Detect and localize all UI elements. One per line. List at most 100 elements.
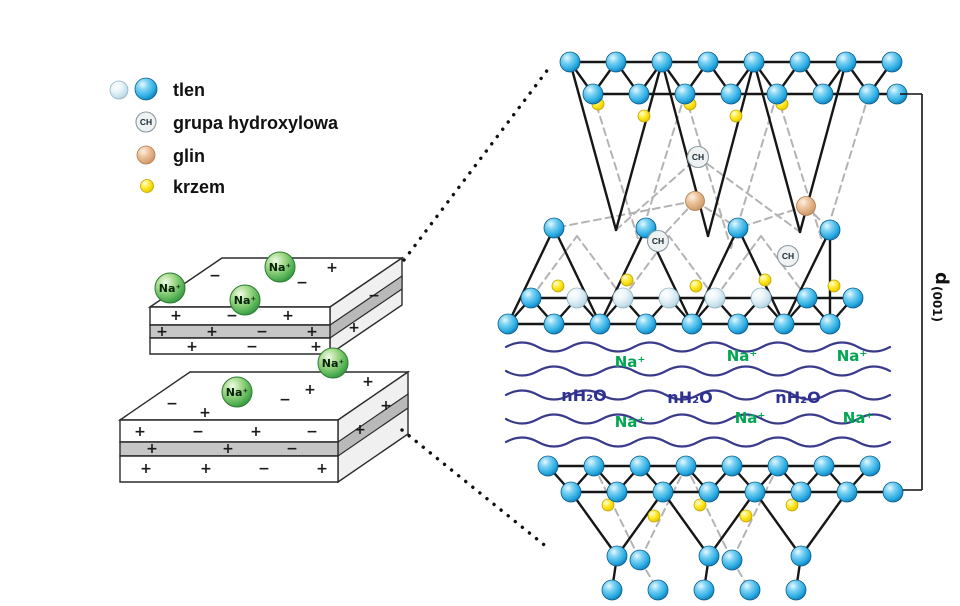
oxygen-atom	[842, 287, 864, 309]
oxygen-pale-atom	[612, 287, 634, 309]
bond-line	[552, 226, 602, 326]
hidden-bond-line	[576, 235, 624, 299]
hydroxyl-group	[646, 229, 670, 253]
hidden-bond-line	[760, 235, 808, 299]
plus-sign: +	[310, 339, 322, 355]
oxygen-atom	[606, 481, 628, 503]
plus-sign: +	[156, 324, 168, 340]
bond-line	[752, 60, 802, 234]
oxygen-atom	[652, 481, 674, 503]
oxygen-atom	[675, 455, 697, 477]
plus-sign: +	[222, 441, 234, 457]
hidden-bond-line	[553, 200, 696, 229]
oxygen-atom	[601, 579, 623, 601]
oxygen-atom	[859, 455, 881, 477]
oxygen-atom	[606, 545, 628, 567]
minus-sign: −	[368, 288, 380, 304]
bond-line	[782, 228, 832, 326]
d001-subscript: (001)	[930, 286, 944, 322]
legend-label-krzem: krzem	[173, 177, 225, 197]
bond-line	[661, 490, 711, 558]
plus-sign: +	[348, 320, 360, 336]
hidden-bond-line	[697, 156, 801, 233]
oxygen-atom	[790, 545, 812, 567]
interlayer-sodium-label: Na⁺	[615, 353, 646, 371]
plus-sign: +	[362, 374, 374, 390]
oxygen-atom	[836, 481, 858, 503]
oxygen-atom	[767, 455, 789, 477]
oxygen-atom	[766, 83, 788, 105]
water-wave-line	[504, 341, 892, 353]
oxygen-atom	[697, 51, 719, 73]
interlayer-water-label: nH₂O	[667, 388, 712, 407]
plus-sign: +	[186, 339, 198, 355]
hidden-bond-line	[684, 93, 732, 249]
silicon-atom	[693, 498, 707, 512]
plus-sign: +	[326, 260, 338, 276]
oxygen-atom	[698, 545, 720, 567]
interlayer-sodium-label: Na⁺	[735, 409, 766, 427]
oxygen-atom	[721, 455, 743, 477]
hidden-bond-line	[668, 235, 716, 299]
bond-line	[707, 490, 757, 558]
hidden-bond-line	[714, 235, 762, 299]
plus-sign: +	[206, 324, 218, 340]
sodium-ion	[317, 347, 349, 379]
oxygen-atom	[835, 51, 857, 73]
oxygen-atom	[698, 481, 720, 503]
platelet-gray-layer	[149, 324, 331, 339]
d001-dimension: d (001)	[900, 93, 952, 491]
minus-sign: −	[256, 324, 268, 340]
oxygen-atom	[744, 481, 766, 503]
minus-sign: −	[246, 339, 258, 355]
plus-sign: +	[250, 424, 262, 440]
silicon-atom	[551, 279, 565, 293]
dotted-connector-bottom	[400, 428, 550, 550]
water-wave-line	[504, 365, 892, 377]
sodium-ion	[229, 284, 261, 316]
water-wave-line	[504, 389, 892, 401]
silicon-atom	[785, 498, 799, 512]
oxygen-atom	[543, 313, 565, 335]
bond-line	[506, 226, 556, 326]
oxygen-atom	[743, 51, 765, 73]
oxygen-atom	[881, 51, 903, 73]
interlayer-sodium-label: Na⁺	[843, 409, 874, 427]
plus-sign: +	[354, 422, 366, 438]
hidden-bond-line	[657, 200, 696, 242]
plus-sign: +	[380, 398, 392, 414]
silicon-atom	[758, 273, 772, 287]
legend-label-tlen: tlen	[173, 80, 205, 100]
minus-sign: −	[226, 308, 238, 324]
plus-sign: +	[146, 441, 158, 457]
minus-sign: −	[286, 441, 298, 457]
interlayer-sodium-label: Na⁺	[727, 347, 758, 365]
oxygen-atom	[819, 313, 841, 335]
oxygen-atom	[773, 313, 795, 335]
hidden-bond-line	[530, 235, 578, 299]
hidden-bond-line	[731, 465, 779, 561]
plus-sign: +	[140, 461, 152, 477]
hidden-bond-line	[592, 93, 640, 243]
bond-line	[706, 60, 756, 238]
plus-sign: +	[304, 382, 316, 398]
aluminum-atom	[685, 191, 705, 211]
hidden-bond-line	[776, 93, 824, 245]
oxygen-atom	[628, 83, 650, 105]
charge-signs: +++++++++++++++++++++−−−−−−−−−−−−	[134, 260, 392, 477]
interlayer-sodium-label: Na⁺	[837, 347, 868, 365]
bond-line	[614, 60, 664, 232]
minus-sign: −	[258, 461, 270, 477]
hydroxyl-group-text: CH	[782, 251, 794, 261]
plus-sign: +	[170, 308, 182, 324]
oxygen-atom	[520, 287, 542, 309]
oxygen-atom	[882, 481, 904, 503]
oxygen-pale-atom	[658, 287, 680, 309]
legend-label-grupa-hydroxylowa: grupa hydroxylowa	[173, 113, 339, 133]
oxygen-atom	[674, 83, 696, 105]
sodium-ion-label: Na⁺	[159, 282, 182, 295]
sodium-ion	[264, 251, 296, 283]
